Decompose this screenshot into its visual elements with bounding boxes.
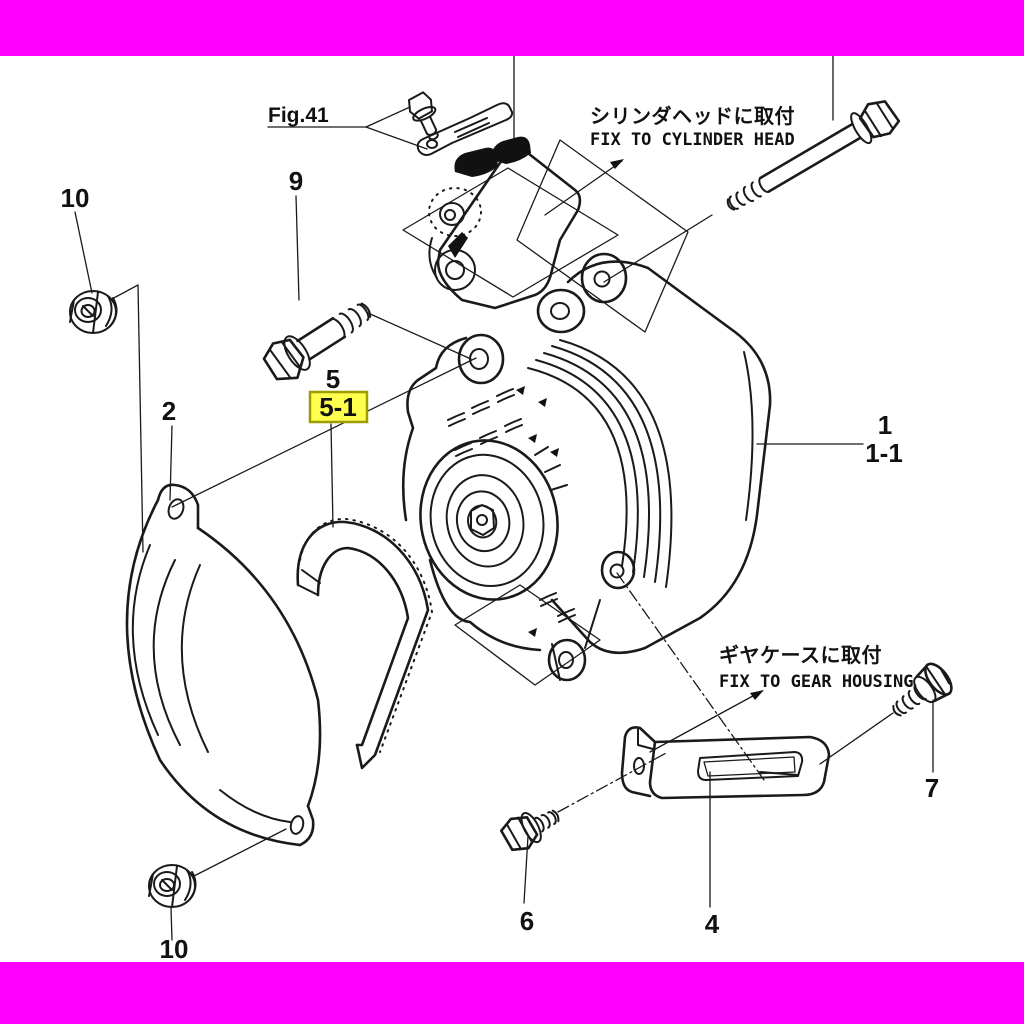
cylinder-head-note-en: FIX TO CYLINDER HEAD: [590, 130, 795, 150]
part-label-5: 5: [326, 364, 340, 394]
part-label-5-1: 5-1: [319, 392, 357, 422]
part-label-9: 9: [289, 166, 303, 196]
cylinder-head-note-jp: シリンダヘッドに取付: [590, 104, 795, 128]
cylinder-head-arrow: [544, 159, 624, 216]
strap-bolt-6: [499, 809, 560, 852]
mounting-plate: [125, 483, 322, 847]
leader-lines: [74, 55, 934, 941]
flange-nut-10-bottom: [148, 864, 197, 908]
top-magenta-bar: [0, 0, 1024, 56]
gear-housing-note-en: FIX TO GEAR HOUSING: [719, 672, 913, 692]
adjusting-strap: [620, 726, 831, 800]
part-label-1: 1: [878, 410, 892, 440]
top-bracket-assembly: [428, 136, 582, 310]
pivot-bolt-9: [262, 302, 372, 381]
part-label-10-bottom: 10: [160, 934, 189, 964]
long-cylinder-head-bolt: [726, 100, 901, 211]
regulator-bolt-and-plate: [408, 91, 514, 156]
part-label-7: 7: [925, 773, 939, 803]
strap-bolt-7: [892, 662, 953, 717]
part-label-10-top: 10: [61, 183, 90, 213]
shadow-wedges: [516, 386, 559, 637]
part-label-2: 2: [162, 396, 176, 426]
flange-nut-10-top: [69, 290, 118, 334]
bottom-magenta-bar: [0, 962, 1024, 1024]
vent-slots: [447, 388, 576, 623]
pulley: [419, 439, 559, 601]
alternator-assembly: [401, 252, 772, 682]
fig-ref-label: Fig.41: [268, 104, 329, 127]
part-label-4: 4: [705, 909, 720, 939]
gear-housing-note-jp: ギヤケースに取付: [719, 643, 882, 667]
v-belt: [296, 517, 433, 770]
part-label-5-1-highlight[interactable]: 5-1: [308, 390, 369, 424]
part-label-6: 6: [520, 906, 534, 936]
part-label-1-1: 1-1: [865, 438, 903, 468]
